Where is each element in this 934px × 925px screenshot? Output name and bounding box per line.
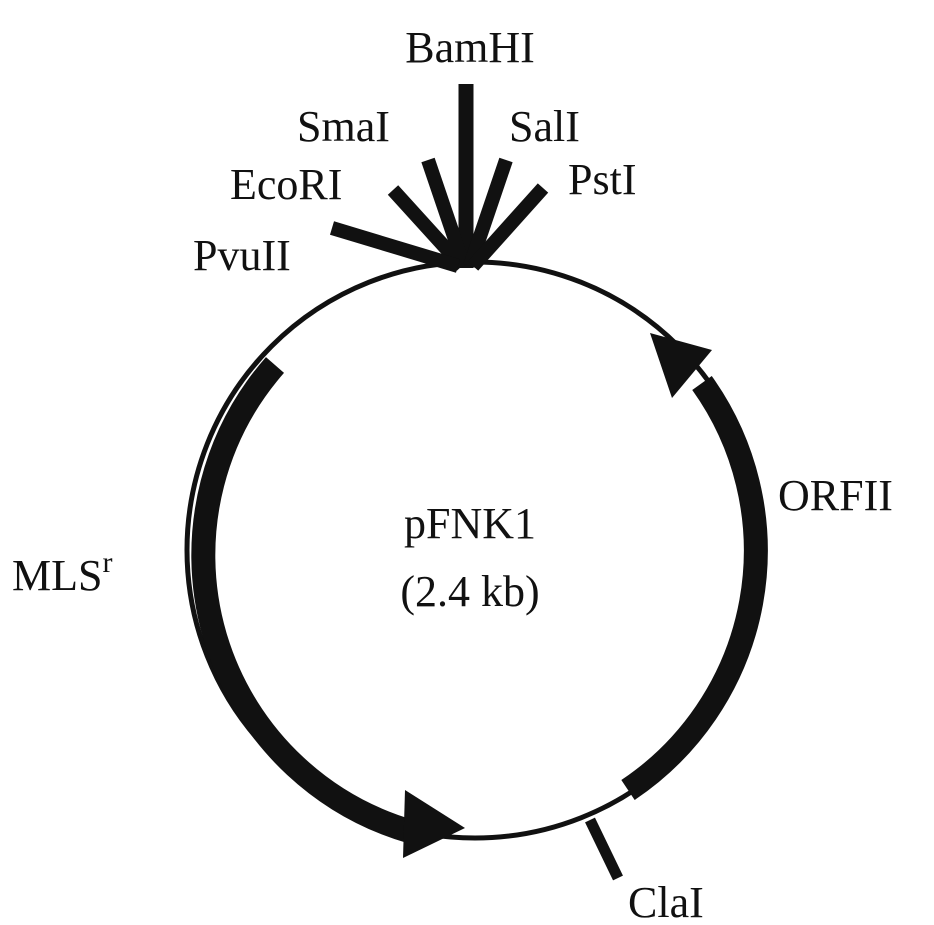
sali-site-tick	[463, 157, 513, 269]
smai-label: SmaI	[297, 102, 390, 151]
mlsr-label-name: MLS	[12, 551, 102, 600]
mlsr-gene-arc	[191, 357, 416, 844]
mlsr-gene-arrowhead	[403, 790, 465, 858]
sali-label: SalI	[509, 102, 580, 151]
clai-label: ClaI	[628, 878, 704, 925]
psti-site-tick	[467, 183, 549, 271]
pvuii-site-tick	[329, 221, 461, 273]
bamhi-label: BamHI	[405, 23, 535, 72]
orfii-label: ORFII	[778, 471, 893, 520]
orfii-gene-arrowhead	[650, 333, 712, 398]
pvuii-label: PvuII	[193, 231, 291, 280]
mlsr-label-superscript: r	[102, 546, 112, 579]
plasmid-name: pFNK1	[404, 499, 536, 548]
orfii-gene-arc	[621, 376, 768, 800]
plasmid-size: (2.4 kb)	[400, 567, 539, 616]
ecori-label: EcoRI	[230, 160, 342, 209]
clai-site-tick	[585, 817, 623, 881]
mlsr-label: MLSr	[12, 546, 112, 600]
ecori-site-tick	[387, 185, 468, 271]
smai-site-tick	[421, 157, 471, 269]
psti-label: PstI	[568, 155, 636, 204]
